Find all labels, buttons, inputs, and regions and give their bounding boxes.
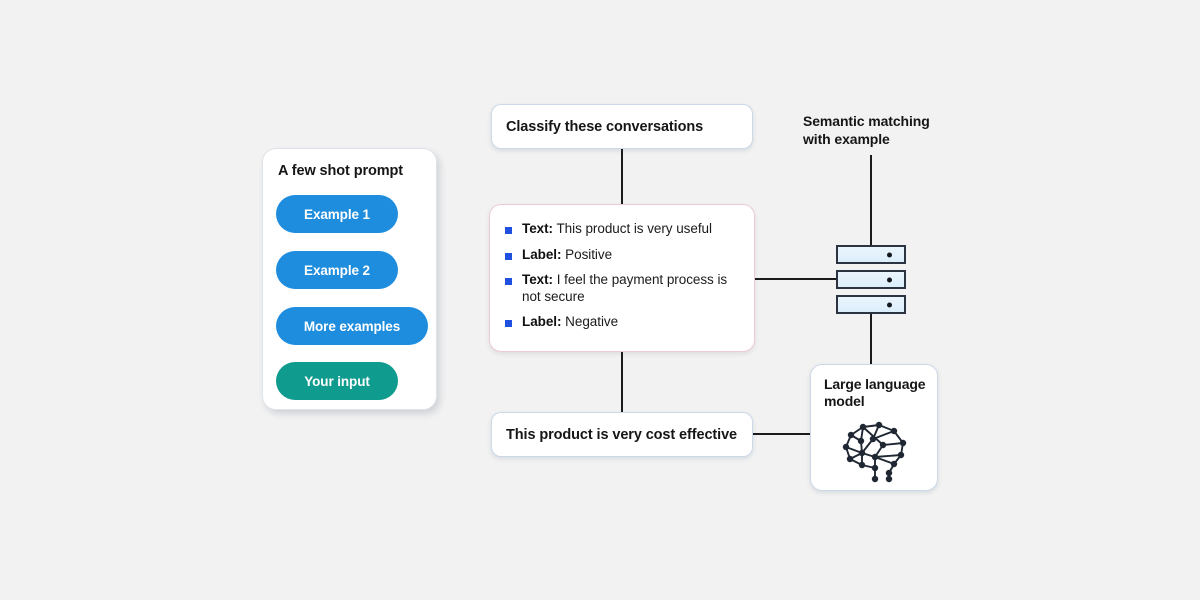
few-shot-prompt-card: A few shot prompt Example 1 Example 2 Mo… (262, 148, 437, 410)
match-dot-icon (887, 277, 892, 282)
example-row: Label: Positive (505, 247, 744, 264)
example-row-key: Text: (522, 272, 554, 287)
examples-card: Text: This product is very useful Label:… (489, 204, 755, 352)
match-bar-middle (836, 270, 906, 289)
bullet-square-icon (505, 278, 512, 285)
example-row-key: Label: (522, 246, 562, 262)
prompt-pill-example-1[interactable]: Example 1 (276, 195, 398, 233)
prompt-pill-example-2[interactable]: Example 2 (276, 251, 398, 289)
match-bar-top (836, 245, 906, 264)
llm-card-title-line-2: model (824, 393, 865, 409)
semantic-matching-label-line-1: Semantic matching (803, 113, 930, 129)
large-language-model-card: Large language model (810, 364, 938, 491)
example-row-value: I feel the payment process is not secure (522, 272, 728, 304)
prompt-pill-your-input[interactable]: Your input (276, 362, 398, 400)
example-row-key: Text: (522, 221, 554, 236)
prompt-card-title: A few shot prompt (278, 163, 404, 179)
output-card: This product is very cost effective (491, 412, 753, 457)
output-text: This product is very cost effective (506, 426, 737, 443)
examples-list: Text: This product is very useful Label:… (505, 221, 744, 331)
bullet-square-icon (505, 227, 512, 234)
bullet-square-icon (505, 252, 512, 260)
match-dot-icon (887, 252, 892, 257)
prompt-pill-more-examples[interactable]: More examples (276, 307, 428, 345)
example-row-value: Negative (561, 314, 619, 329)
match-bar-bottom (836, 295, 906, 314)
bullet-square-icon (505, 320, 512, 327)
match-dot-icon (887, 302, 892, 307)
neural-network-brain-icon (842, 421, 907, 483)
example-row-value: This product is very useful (553, 221, 712, 236)
example-row-value: Positive (561, 246, 613, 262)
example-row: Text: I feel the payment process is not … (505, 272, 744, 305)
instruction-card: Classify these conversations (491, 104, 753, 149)
example-row-key: Label: (522, 314, 562, 329)
llm-card-title: Large language model (824, 376, 932, 410)
instruction-text: Classify these conversations (506, 118, 704, 135)
example-row: Label: Negative (505, 314, 744, 331)
semantic-matching-label: Semantic matching with example (803, 112, 963, 148)
example-row: Text: This product is very useful (505, 221, 744, 238)
semantic-matching-label-line-2: with example (803, 131, 890, 147)
llm-card-title-line-1: Large language (824, 376, 926, 392)
